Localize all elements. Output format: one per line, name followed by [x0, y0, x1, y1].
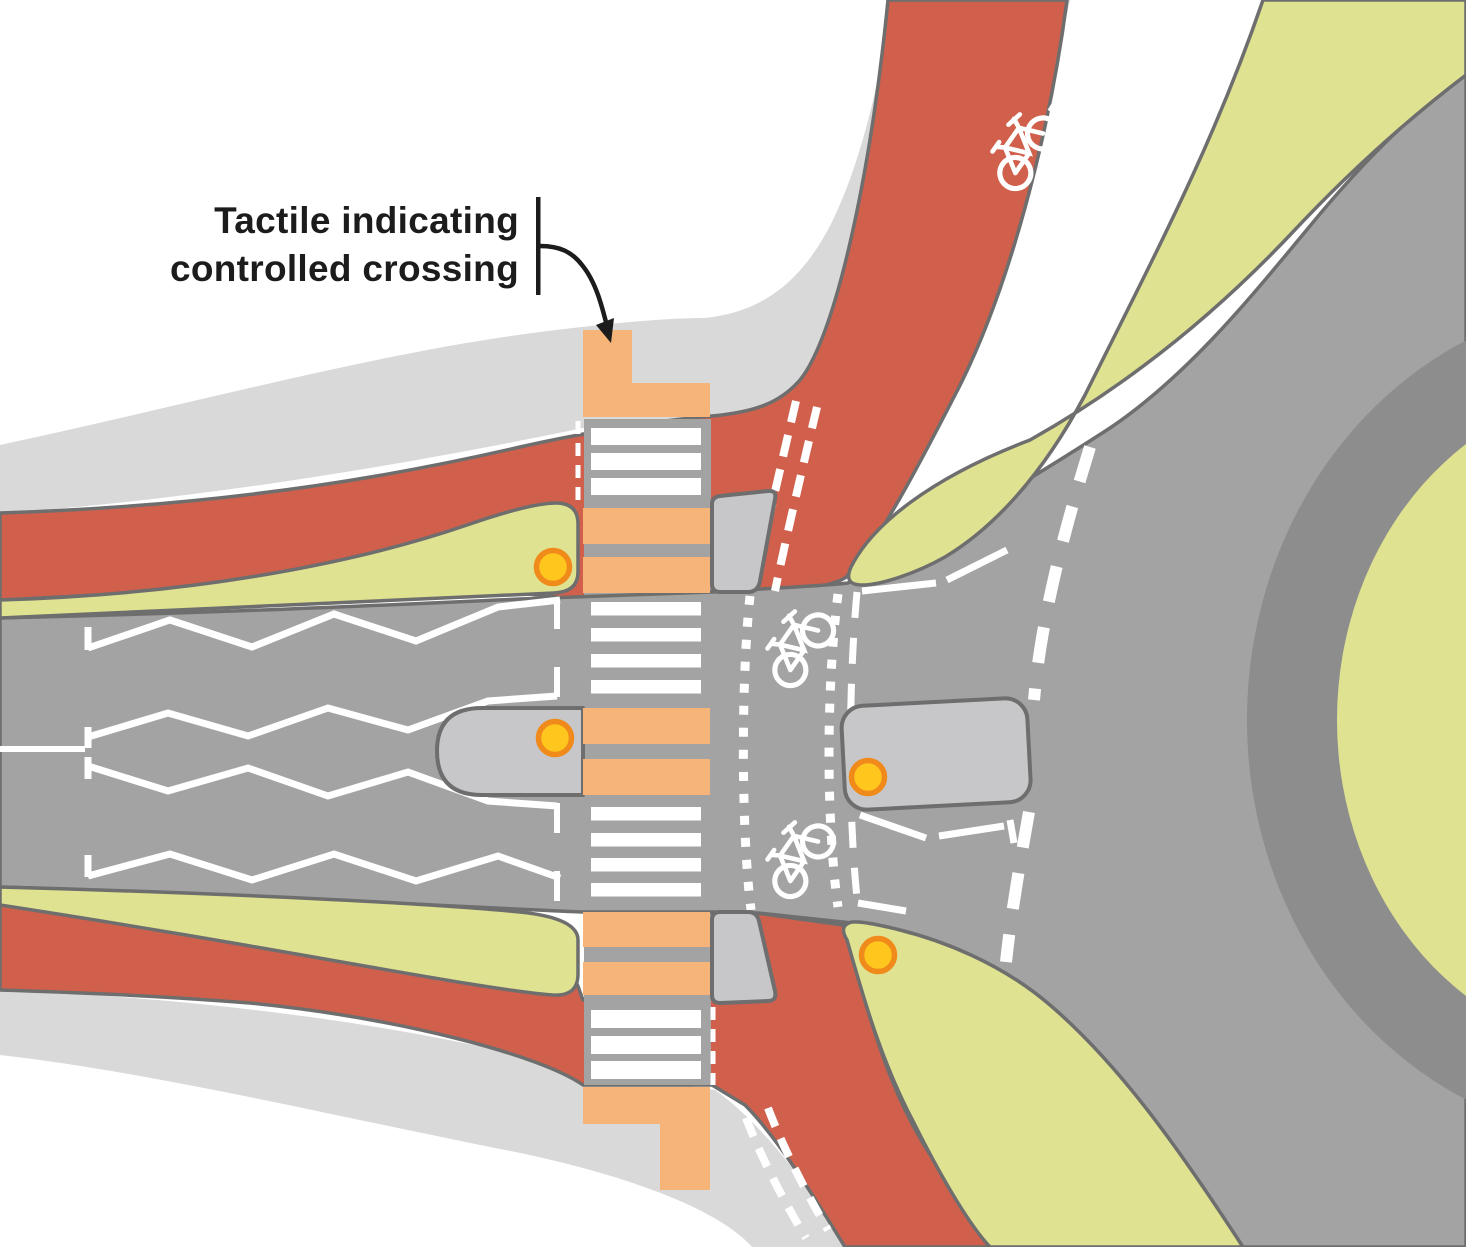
annotation: Tactile indicating controlled crossing — [170, 197, 614, 343]
cycle-giveway-double-dash-bottom — [742, 1106, 832, 1241]
annotation-bar — [536, 197, 541, 295]
islands — [435, 488, 1033, 1005]
roundabout-central-island — [1337, 444, 1466, 996]
verge-top-right — [846, 0, 1466, 587]
beacon-icon — [848, 757, 888, 797]
giveway-long-dash-lower — [1000, 810, 1035, 963]
tactile-bottom-L — [583, 1087, 710, 1190]
road-markings — [0, 400, 1096, 1241]
island-trapezoid-bottom — [710, 910, 778, 1005]
verge-bottom-right — [841, 920, 1245, 1247]
tactile-band — [583, 708, 710, 744]
beacon-icon — [858, 935, 898, 975]
hatch-segments — [857, 546, 1018, 915]
tactile-band — [583, 557, 710, 593]
cycle-crossing-dotted-left — [738, 595, 756, 911]
cycle-crossing-dotted-right — [824, 593, 843, 908]
annotation-line2: controlled crossing — [170, 248, 519, 289]
zigzag-markings — [0, 596, 562, 885]
tactile-band — [583, 912, 710, 947]
tactile-band — [583, 759, 710, 795]
island-refuge-right — [839, 696, 1033, 812]
direction-arrow-icon — [1047, 48, 1092, 115]
beacon-icon — [535, 718, 575, 758]
beacon-icon — [533, 547, 573, 587]
zebra-stripes — [591, 428, 701, 1079]
giveway-long-dash-upper — [1028, 445, 1096, 701]
footpath-bottom — [0, 990, 848, 1247]
verge-top-left — [0, 501, 580, 620]
leader-arrow-icon — [539, 243, 614, 343]
island-trapezoid-top — [710, 488, 778, 594]
tactile-paving — [583, 330, 710, 1190]
tactile-band — [583, 508, 710, 544]
tactile-top-L — [583, 330, 710, 417]
tactile-band — [583, 962, 710, 995]
verge-bottom-left — [0, 885, 580, 997]
beacons — [533, 547, 898, 975]
annotation-line1: Tactile indicating — [214, 200, 519, 241]
